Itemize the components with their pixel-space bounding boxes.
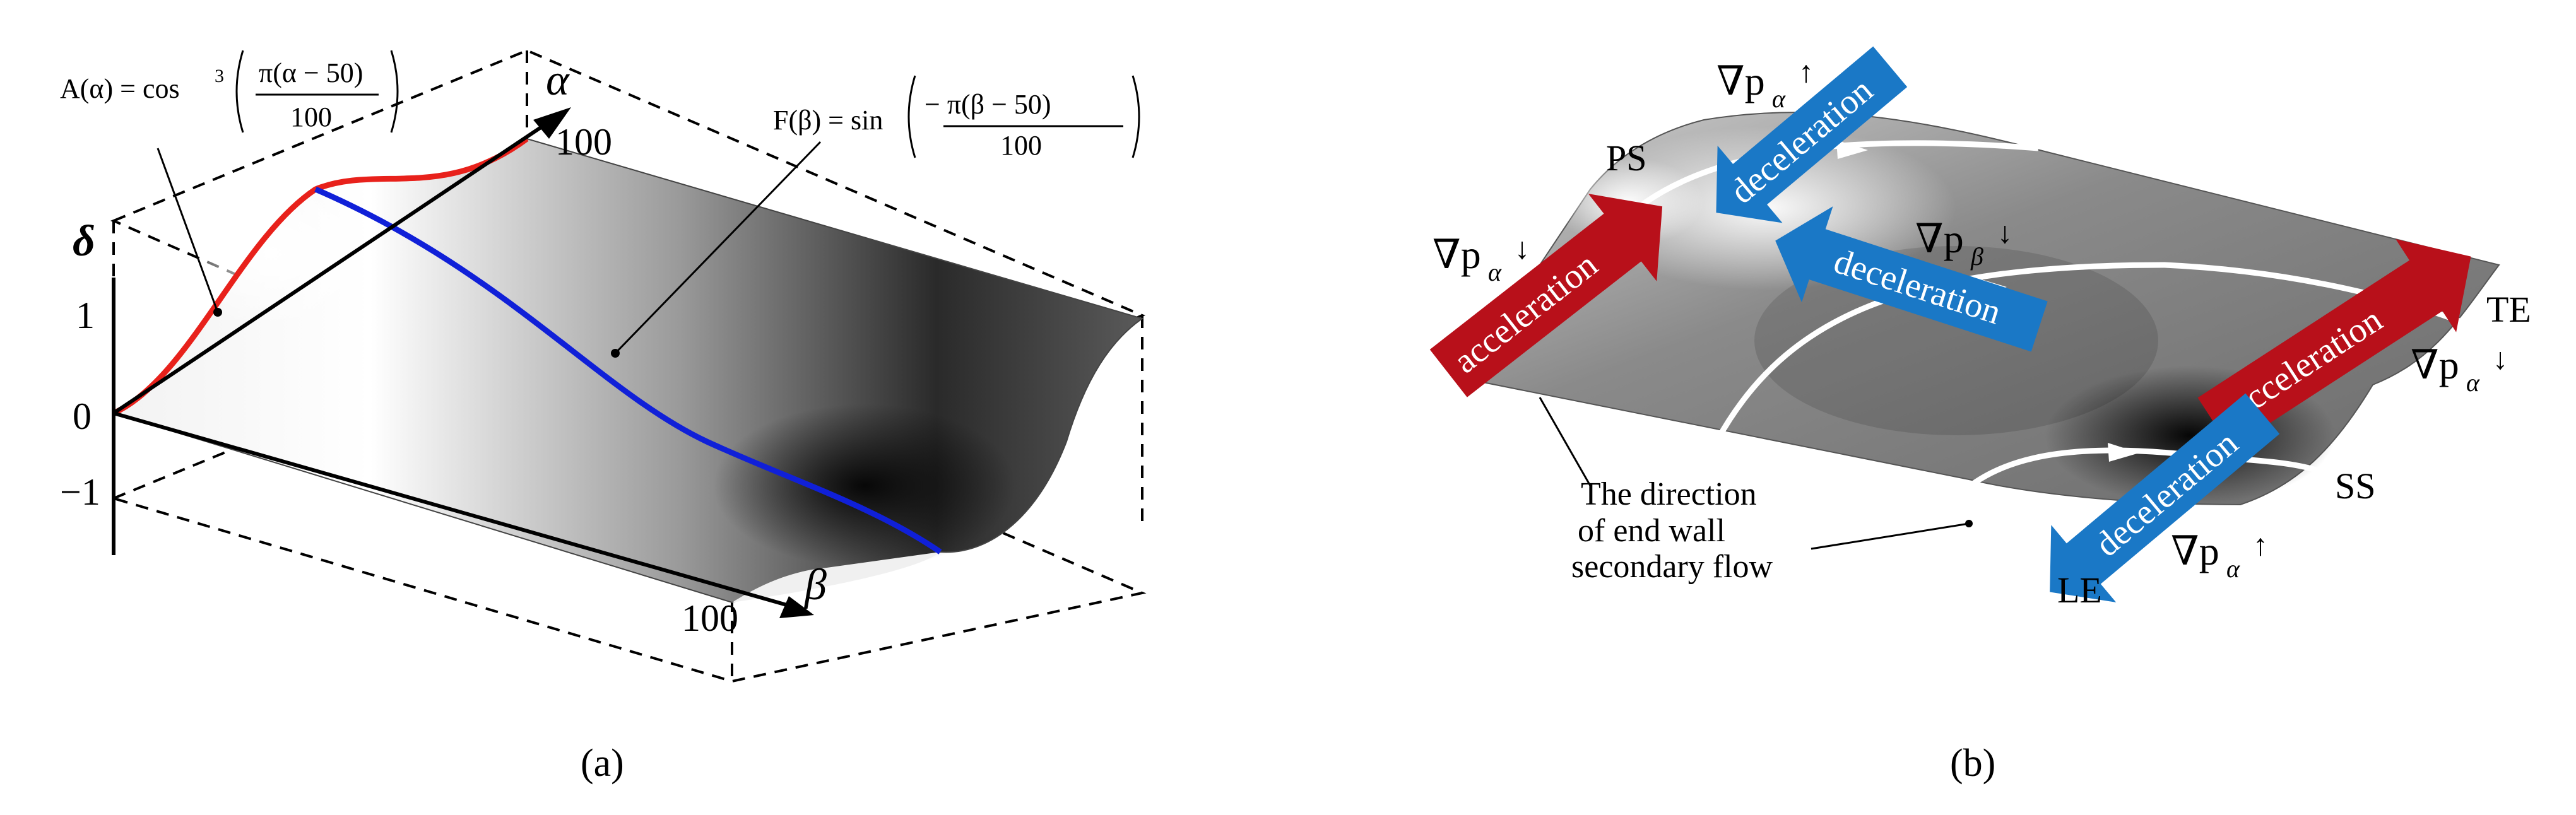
- note-leader-1: [1539, 397, 1592, 486]
- note-line-3: secondary flow: [1571, 549, 1773, 585]
- region-ss: SS: [2335, 466, 2376, 507]
- svg-text:β: β: [1970, 242, 1983, 271]
- svg-text:α: α: [1488, 258, 1502, 286]
- svg-text:↑: ↑: [2253, 529, 2268, 562]
- leader-A: [157, 148, 219, 313]
- svg-text:3: 3: [215, 66, 224, 86]
- grad-label-5: ∇p α ↑: [2171, 529, 2268, 583]
- grad-label-2: ∇p α ↓: [1433, 232, 1530, 286]
- leader-F: [614, 141, 822, 355]
- alpha-axis-label: α: [546, 56, 570, 105]
- svg-text:α: α: [2466, 368, 2480, 397]
- panel-b: deceleration acceleration deceleration a…: [1429, 46, 2531, 785]
- panel-b-label: (b): [1950, 742, 1995, 785]
- tick-neg1: −1: [60, 471, 100, 513]
- svg-text:− π(β − 50): − π(β − 50): [925, 89, 1051, 120]
- tick-beta-100: 100: [682, 597, 738, 639]
- svg-text:∇p: ∇p: [2171, 529, 2219, 573]
- tick-alpha-100: 100: [555, 121, 612, 163]
- note-line-1: The direction: [1581, 476, 1757, 512]
- curve-F: [314, 186, 942, 554]
- svg-text:α: α: [1772, 85, 1786, 113]
- grad-label-4: ∇p α ↓: [2411, 343, 2508, 397]
- axes: [112, 124, 789, 607]
- region-ps: PS: [1606, 138, 1647, 179]
- svg-text:↓: ↓: [1997, 216, 2012, 250]
- alpha-axis-arrowhead: [533, 107, 571, 139]
- surface-a-underside: [732, 552, 940, 602]
- leader-F-dot: [611, 349, 620, 358]
- svg-text:F(β) = sin: F(β) = sin: [773, 105, 883, 136]
- tick-1: 1: [76, 295, 95, 336]
- svg-text:π(α − 50): π(α − 50): [259, 57, 363, 88]
- panel-a: δ α β 1 0 −1 100 100 A(α) = cos 3 π(α − …: [60, 49, 1147, 785]
- svg-text:↑: ↑: [1799, 56, 1814, 89]
- svg-text:∇p: ∇p: [1433, 232, 1481, 277]
- svg-text:α: α: [2226, 554, 2240, 583]
- panel-a-label: (a): [581, 742, 624, 785]
- svg-text:100: 100: [290, 102, 332, 132]
- equation-F: F(β) = sin − π(β − 50) 100: [773, 75, 1140, 161]
- delta-axis-label: δ: [73, 217, 95, 266]
- note-line-2: of end wall: [1578, 513, 1725, 549]
- svg-text:↓: ↓: [2493, 343, 2508, 376]
- beta-axis-label: β: [803, 561, 827, 609]
- svg-text:∇p: ∇p: [1716, 59, 1765, 103]
- equation-A: A(α) = cos 3 π(α − 50) 100: [60, 50, 399, 133]
- svg-text:∇p: ∇p: [2411, 343, 2459, 387]
- curve-A: [112, 136, 529, 416]
- note-leader-dot: [1965, 520, 1973, 527]
- grad-label-1: ∇p α ↑: [1716, 56, 1814, 113]
- svg-text:100: 100: [1000, 130, 1042, 161]
- note-leader-2: [1811, 522, 1970, 550]
- region-te: TE: [2486, 289, 2531, 330]
- surface-a-highlight: [189, 189, 517, 404]
- leader-A-dot: [213, 308, 222, 317]
- surface-a-shadow: [713, 404, 1016, 568]
- beta-axis-arrowhead: [779, 596, 814, 618]
- grad-label-3: ∇p β ↓: [1915, 216, 2012, 271]
- tick-0: 0: [73, 396, 92, 437]
- svg-text:A(α) = cos: A(α) = cos: [60, 73, 180, 104]
- svg-text:↓: ↓: [1515, 232, 1530, 266]
- svg-text:∇p: ∇p: [1915, 216, 1964, 261]
- region-le: LE: [2057, 570, 2102, 611]
